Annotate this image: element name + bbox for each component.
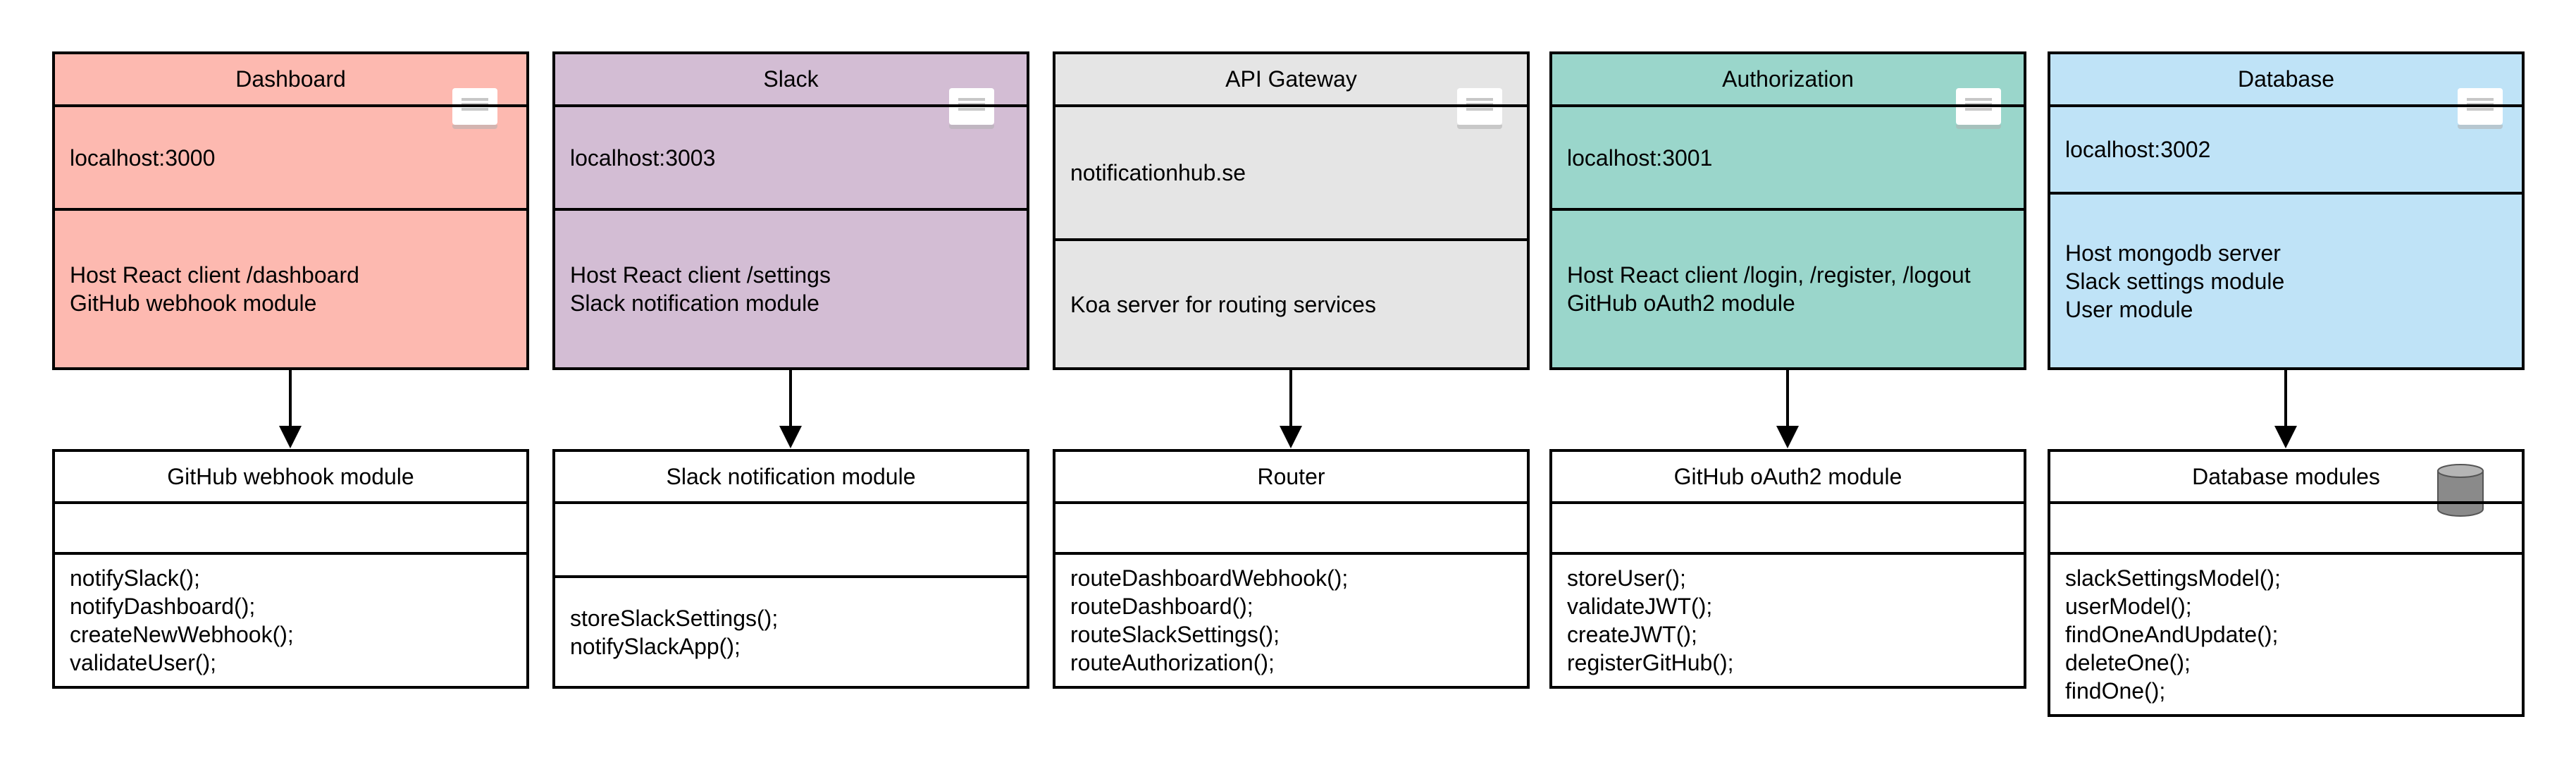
dashboard-host-section: localhost:3000 <box>55 104 526 208</box>
slack-line-1: Host React client /settings <box>570 262 831 288</box>
method-text: routeDashboard(); <box>1070 594 1253 619</box>
method-text: validateUser(); <box>70 650 217 675</box>
api-gateway-line-1: Koa server for routing services <box>1070 291 1376 317</box>
method-text: notifySlackApp(); <box>570 633 741 659</box>
database-host-section: localhost:3002 <box>2050 104 2522 192</box>
slack-title: Slack <box>763 66 819 92</box>
slack-line-2: Slack notification module <box>570 290 819 316</box>
database-host: localhost:3002 <box>2065 137 2211 162</box>
database-line-1: Host mongodb server <box>2065 240 2281 266</box>
authorization-host-section: localhost:3001 <box>1552 104 2024 208</box>
router-module-title-section: Router <box>1055 452 1527 501</box>
slack-host-section: localhost:3003 <box>555 104 1027 208</box>
router-module-box: Router routeDashboardWebhook(); routeDas… <box>1053 449 1530 689</box>
dashboard-host: localhost:3000 <box>70 145 216 171</box>
method-text: storeSlackSettings(); <box>570 605 779 631</box>
database-line-3: User module <box>2065 296 2193 322</box>
method-text: findOne(); <box>2065 678 2166 704</box>
github-webhook-module-methods: notifySlack(); notifyDashboard(); create… <box>55 552 526 686</box>
method-text: storeUser(); <box>1567 565 1686 591</box>
database-title: Database <box>2238 66 2334 92</box>
authorization-host: localhost:3001 <box>1567 145 1713 171</box>
slack-notification-module-attributes <box>555 501 1027 575</box>
slack-notification-module-title: Slack notification module <box>666 463 916 489</box>
method-text: createJWT(); <box>1567 622 1697 647</box>
method-text: routeSlackSettings(); <box>1070 622 1280 647</box>
database-icon <box>2437 464 2484 517</box>
api-gateway-title-section: API Gateway <box>1055 54 1527 104</box>
router-module-title: Router <box>1257 463 1325 489</box>
github-oauth2-module-title: GitHub oAuth2 module <box>1673 463 1902 489</box>
api-gateway-host-section: notificationhub.se <box>1055 104 1527 238</box>
github-oauth2-module-attributes <box>1552 501 2024 552</box>
dashboard-line-1: Host React client /dashboard <box>70 262 359 288</box>
api-gateway-host: notificationhub.se <box>1070 160 1246 185</box>
database-modules-box: Database modules slackSettingsModel(); u… <box>2048 449 2525 717</box>
slack-service-box: Slack localhost:3003 Host React client /… <box>552 51 1029 370</box>
database-modules-title-section: Database modules <box>2050 452 2522 501</box>
slack-notification-module-methods: storeSlackSettings(); notifySlackApp(); <box>555 575 1027 686</box>
database-title-section: Database <box>2050 54 2522 104</box>
slack-notification-module-box: Slack notification module storeSlackSett… <box>552 449 1029 689</box>
slack-description-section: Host React client /settings Slack notifi… <box>555 208 1027 367</box>
slack-notification-module-title-section: Slack notification module <box>555 452 1027 501</box>
method-text: registerGitHub(); <box>1567 650 1734 675</box>
api-gateway-description-section: Koa server for routing services <box>1055 238 1527 367</box>
authorization-description-section: Host React client /login, /register, /lo… <box>1552 208 2024 367</box>
method-text: createNewWebhook(); <box>70 622 294 647</box>
database-line-2: Slack settings module <box>2065 268 2285 294</box>
dashboard-title-section: Dashboard <box>55 54 526 104</box>
database-modules-title: Database modules <box>2192 463 2380 489</box>
dashboard-line-2: GitHub webhook module <box>70 290 317 316</box>
github-webhook-module-attributes <box>55 501 526 552</box>
router-module-methods: routeDashboardWebhook(); routeDashboard(… <box>1055 552 1527 686</box>
authorization-title-section: Authorization <box>1552 54 2024 104</box>
api-gateway-service-box: API Gateway notificationhub.se Koa serve… <box>1053 51 1530 370</box>
database-modules-methods: slackSettingsModel(); userModel(); findO… <box>2050 552 2522 714</box>
method-text: userModel(); <box>2065 594 2192 619</box>
method-text: findOneAndUpdate(); <box>2065 622 2279 647</box>
method-text: routeAuthorization(); <box>1070 650 1275 675</box>
github-webhook-module-title-section: GitHub webhook module <box>55 452 526 501</box>
github-oauth2-module-methods: storeUser(); validateJWT(); createJWT();… <box>1552 552 2024 686</box>
authorization-title: Authorization <box>1722 66 1854 92</box>
dashboard-service-box: Dashboard localhost:3000 Host React clie… <box>52 51 529 370</box>
github-webhook-module-box: GitHub webhook module notifySlack(); not… <box>52 449 529 689</box>
slack-title-section: Slack <box>555 54 1027 104</box>
github-webhook-module-title: GitHub webhook module <box>167 463 414 489</box>
method-text: routeDashboardWebhook(); <box>1070 565 1349 591</box>
database-modules-attributes <box>2050 501 2522 552</box>
authorization-line-2: GitHub oAuth2 module <box>1567 290 1795 316</box>
dashboard-title: Dashboard <box>235 66 346 92</box>
github-oauth2-module-title-section: GitHub oAuth2 module <box>1552 452 2024 501</box>
authorization-line-1: Host React client /login, /register, /lo… <box>1567 262 1971 288</box>
database-service-box: Database localhost:3002 Host mongodb ser… <box>2048 51 2525 370</box>
github-oauth2-module-box: GitHub oAuth2 module storeUser(); valida… <box>1549 449 2026 689</box>
database-description-section: Host mongodb server Slack settings modul… <box>2050 192 2522 367</box>
method-text: validateJWT(); <box>1567 594 1713 619</box>
method-text: deleteOne(); <box>2065 650 2191 675</box>
slack-host: localhost:3003 <box>570 145 716 171</box>
authorization-service-box: Authorization localhost:3001 Host React … <box>1549 51 2026 370</box>
method-text: slackSettingsModel(); <box>2065 565 2281 591</box>
api-gateway-title: API Gateway <box>1225 66 1357 92</box>
router-module-attributes <box>1055 501 1527 552</box>
dashboard-description-section: Host React client /dashboard GitHub webh… <box>55 208 526 367</box>
method-text: notifySlack(); <box>70 565 200 591</box>
method-text: notifyDashboard(); <box>70 594 256 619</box>
